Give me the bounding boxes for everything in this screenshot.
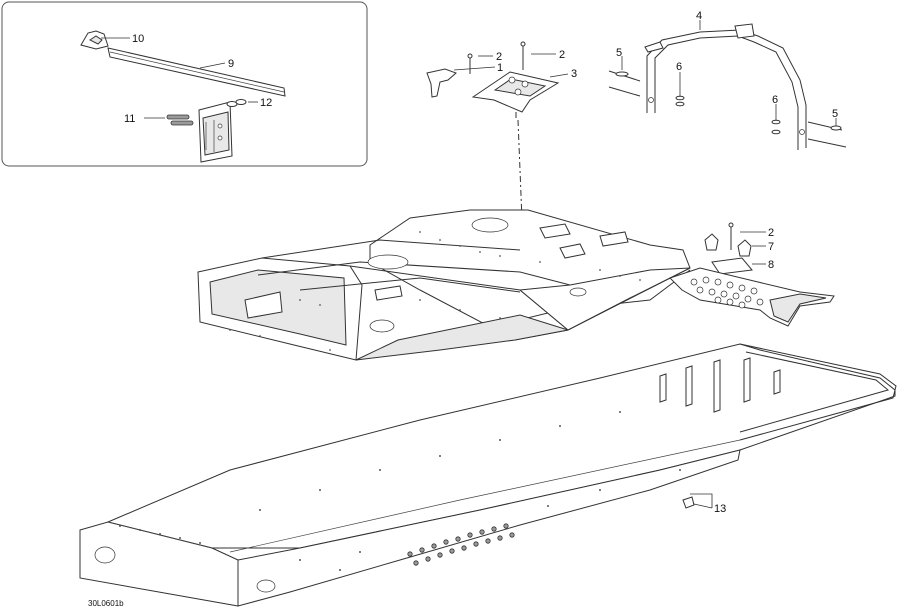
part-5-6-hardware-right xyxy=(771,119,847,148)
part-11-screws xyxy=(166,114,194,126)
callout-12: 12 xyxy=(260,97,272,109)
callout-10: 10 xyxy=(132,33,144,45)
tunnel-runner xyxy=(79,343,897,607)
part-2-rivets-top xyxy=(467,41,526,74)
callout-13: 13 xyxy=(714,503,726,515)
callout-7: 7 xyxy=(768,241,774,253)
part-3-plate xyxy=(471,71,560,118)
reference-code: 30L0601b xyxy=(88,599,124,608)
callout-2-a: 2 xyxy=(496,51,502,63)
part-12-nuts xyxy=(226,99,247,107)
callout-11: 11 xyxy=(124,113,135,125)
callout-4: 4 xyxy=(696,10,702,22)
callout-3: 3 xyxy=(571,68,577,80)
part-7-clips xyxy=(704,233,752,257)
part-5-6-hardware-left xyxy=(608,70,685,107)
callout-9: 9 xyxy=(228,58,234,70)
callout-5-a: 5 xyxy=(616,47,622,59)
callout-8: 8 xyxy=(768,259,774,271)
part-9-bar xyxy=(107,47,286,97)
tunnel-frame xyxy=(197,209,691,361)
part-2-rivet-right xyxy=(728,222,734,250)
callout-5-b: 5 xyxy=(832,108,838,120)
callout-6-b: 6 xyxy=(772,94,778,106)
part-10-bumper xyxy=(80,30,109,50)
inset-bracket xyxy=(198,101,233,163)
inset-frame xyxy=(1,1,368,167)
part-4-loop xyxy=(644,23,807,150)
inset-detail: 10 9 11 12 xyxy=(1,1,368,167)
running-board-step xyxy=(669,267,835,327)
callout-2-c: 2 xyxy=(768,227,774,239)
part-13-plug xyxy=(682,496,695,509)
callout-2-b: 2 xyxy=(559,49,565,61)
callout-1: 1 xyxy=(497,62,503,74)
callout-6-a: 6 xyxy=(676,61,682,73)
part-8-plate xyxy=(711,257,753,275)
part-1-clip xyxy=(426,68,457,98)
